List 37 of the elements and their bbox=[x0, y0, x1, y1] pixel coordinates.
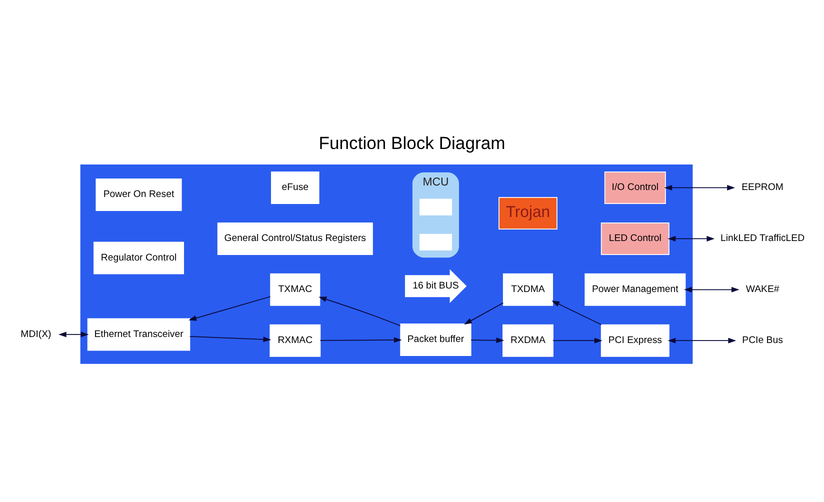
node-box: TXMAC bbox=[270, 273, 320, 306]
node-text: PCIe Bus bbox=[742, 335, 783, 346]
node-box: Regulator Control bbox=[94, 242, 184, 274]
node-box: I/O Control bbox=[604, 172, 666, 204]
node-text: LinkLED TrafficLED bbox=[720, 233, 805, 244]
node-box: TXDMA bbox=[502, 273, 554, 306]
node-box: PCI Express bbox=[600, 324, 670, 357]
arrow bbox=[552, 300, 602, 326]
arrow bbox=[668, 338, 736, 344]
node-box: RXDMA bbox=[502, 324, 554, 357]
arrow bbox=[188, 296, 271, 321]
node-box: Trojan bbox=[498, 196, 558, 230]
arrow bbox=[464, 302, 504, 325]
node-text: EEPROM bbox=[742, 182, 784, 194]
arrow bbox=[320, 337, 402, 343]
arrow bbox=[684, 286, 740, 292]
node-box bbox=[419, 198, 452, 216]
arrow bbox=[470, 338, 504, 344]
node-text: MDI(X) bbox=[20, 328, 52, 340]
node-box: Power Management bbox=[584, 273, 686, 306]
node-box: RXMAC bbox=[270, 324, 321, 357]
arrow bbox=[668, 236, 715, 242]
node-box: eFuse bbox=[271, 172, 320, 204]
node-box bbox=[419, 234, 452, 251]
node-text: WAKE# bbox=[746, 284, 780, 296]
arrow bbox=[318, 296, 401, 326]
diagram-title: Function Block Diagram bbox=[318, 133, 506, 154]
node-box: Ethernet Transceiver bbox=[87, 318, 190, 351]
arrow bbox=[552, 338, 602, 344]
node-box: General Control/Status Registers bbox=[217, 222, 373, 255]
arrow bbox=[189, 336, 272, 342]
node-box: Packet buffer bbox=[400, 323, 472, 356]
cluster: MCU bbox=[412, 172, 459, 258]
node-box: LED Control bbox=[600, 222, 670, 255]
arrow bbox=[664, 184, 736, 191]
arrow bbox=[58, 332, 89, 338]
node-box: Power On Reset bbox=[96, 178, 182, 212]
